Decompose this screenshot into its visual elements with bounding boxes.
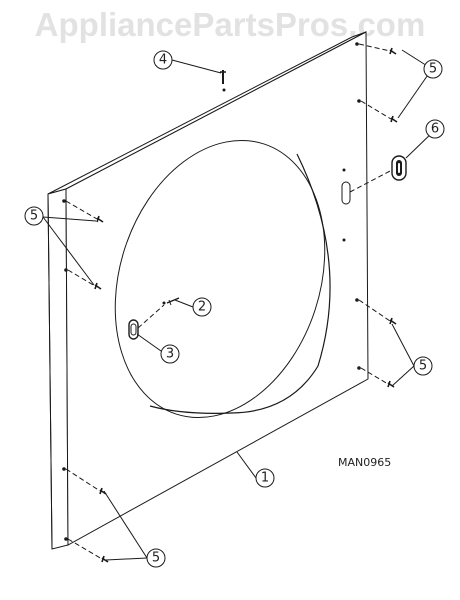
callout-5b-circle <box>24 206 44 226</box>
callout-5d-label: 5 <box>152 551 160 566</box>
callout-4-circle <box>153 50 173 70</box>
callout-5d-circle <box>146 548 166 568</box>
part-6-latch <box>391 155 407 181</box>
callout-4-label: 4 <box>159 53 167 68</box>
screws <box>94 47 398 563</box>
callout-5c-circle <box>413 356 433 376</box>
callout-5a-label: 5 <box>429 62 437 77</box>
callout-circles <box>24 50 445 568</box>
callout-5b-label: 5 <box>30 209 38 224</box>
door-opening <box>114 139 331 419</box>
part-4-screw <box>220 70 226 84</box>
latch-slot <box>341 181 351 205</box>
front-panel <box>47 31 369 550</box>
alignment-lines <box>65 43 393 560</box>
callout-1-circle <box>255 468 275 488</box>
drawing-code: MAN0965 <box>338 456 391 469</box>
part-3-strike-plate <box>128 319 139 340</box>
callout-2-label: 2 <box>198 300 206 315</box>
part-2-pin <box>166 297 180 306</box>
callout-3-label: 3 <box>166 347 174 362</box>
screw-holes <box>62 42 361 541</box>
callout-6-circle <box>425 119 445 139</box>
callout-6-label: 6 <box>431 122 439 137</box>
callout-3-circle <box>160 344 180 364</box>
callout-5a-circle <box>423 59 443 79</box>
callout-1-label: 1 <box>261 471 269 486</box>
callout-2-circle <box>192 297 212 317</box>
callout-5c-label: 5 <box>419 359 427 374</box>
